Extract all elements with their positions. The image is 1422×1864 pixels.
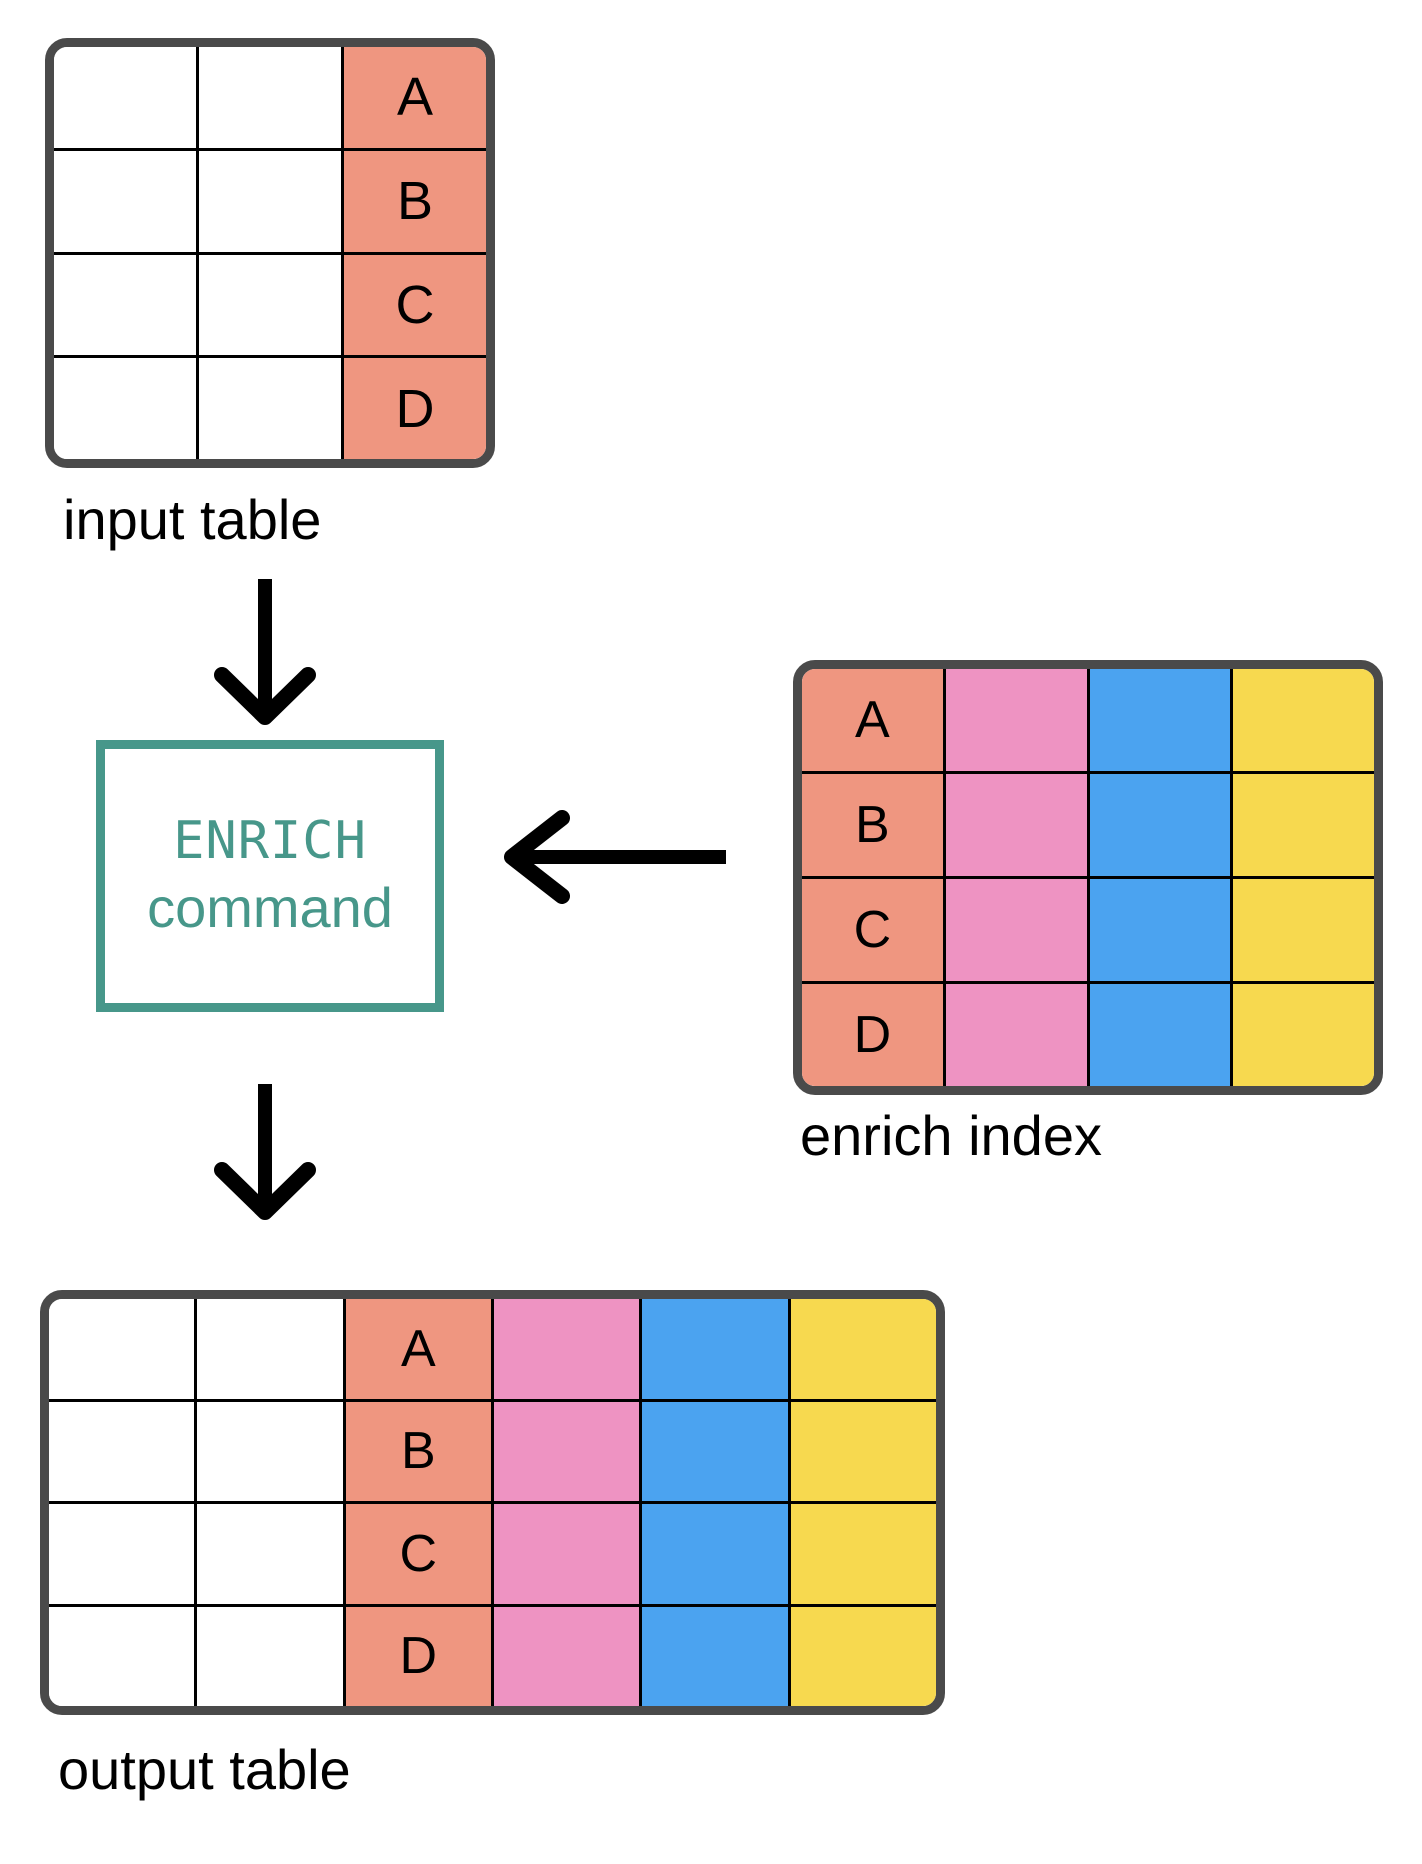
table-cell (197, 1299, 346, 1399)
table-cell (1089, 669, 1234, 771)
table-cell (945, 669, 1090, 771)
table-cell (49, 1606, 198, 1706)
table-cell (945, 774, 1090, 876)
table-cell (1233, 669, 1374, 771)
table-cell (54, 358, 199, 459)
table-cell-key: B (802, 774, 946, 876)
table-cell (790, 1401, 936, 1501)
table-cell (642, 1504, 791, 1604)
table-cell (1089, 879, 1234, 981)
table-cell (1233, 879, 1374, 981)
table-cell-key: C (344, 254, 486, 356)
table-row: C (49, 1504, 936, 1607)
table-cell (54, 254, 199, 356)
table-row: B (49, 1401, 936, 1504)
table-cell-key: B (345, 1401, 494, 1501)
enrich-index-caption: enrich index (800, 1104, 1102, 1167)
table-cell (54, 47, 199, 148)
table-cell (1089, 774, 1234, 876)
enrich-command-box[interactable]: ENRICH command (96, 740, 444, 1012)
table-cell (199, 150, 344, 252)
table-row: D (54, 358, 486, 459)
table-cell (49, 1299, 198, 1399)
table-cell (199, 47, 344, 148)
arrow-index-to-command-icon (490, 800, 730, 920)
table-row: A (54, 47, 486, 151)
table-cell (790, 1606, 936, 1706)
table-cell (1233, 774, 1374, 876)
table-row: A (802, 669, 1374, 774)
arrow-input-to-command-icon (200, 575, 330, 725)
table-cell (642, 1299, 791, 1399)
table-cell (1089, 984, 1234, 1086)
table-cell-key: D (344, 358, 486, 459)
table-cell (945, 984, 1090, 1086)
table-row: A (49, 1299, 936, 1402)
table-cell (1233, 984, 1374, 1086)
table-cell-key: A (345, 1299, 494, 1399)
table-cell-key: B (344, 150, 486, 252)
table-row: D (802, 984, 1374, 1086)
enrich-command-name: ENRICH (173, 810, 367, 871)
input-table-caption: input table (63, 488, 322, 551)
table-row: B (54, 150, 486, 255)
table-cell (945, 879, 1090, 981)
enrich-command-word: command (147, 875, 393, 939)
table-cell (493, 1299, 643, 1399)
table-cell (197, 1606, 346, 1706)
table-cell (49, 1504, 198, 1604)
table-cell-key: A (802, 669, 946, 771)
table-cell (642, 1401, 791, 1501)
output-table-caption: output table (58, 1738, 351, 1801)
table-row: C (802, 879, 1374, 984)
table-cell (49, 1401, 198, 1501)
table-cell (493, 1504, 643, 1604)
table-cell (54, 150, 199, 252)
table-cell-key: C (802, 879, 946, 981)
table-cell (199, 358, 344, 459)
table-cell-key: D (802, 984, 946, 1086)
table-row: B (802, 774, 1374, 879)
table-cell (790, 1299, 936, 1399)
table-cell-key: C (345, 1504, 494, 1604)
arrow-command-to-output-icon (200, 1080, 330, 1230)
table-cell (493, 1401, 643, 1501)
table-cell (493, 1606, 643, 1706)
table-cell (197, 1401, 346, 1501)
table-cell (199, 254, 344, 356)
table-row: D (49, 1606, 936, 1706)
table-cell (197, 1504, 346, 1604)
table-cell (790, 1504, 936, 1604)
table-cell-key: D (345, 1606, 494, 1706)
table-row: C (54, 254, 486, 359)
table-cell-key: A (344, 47, 486, 148)
table-cell (642, 1606, 791, 1706)
